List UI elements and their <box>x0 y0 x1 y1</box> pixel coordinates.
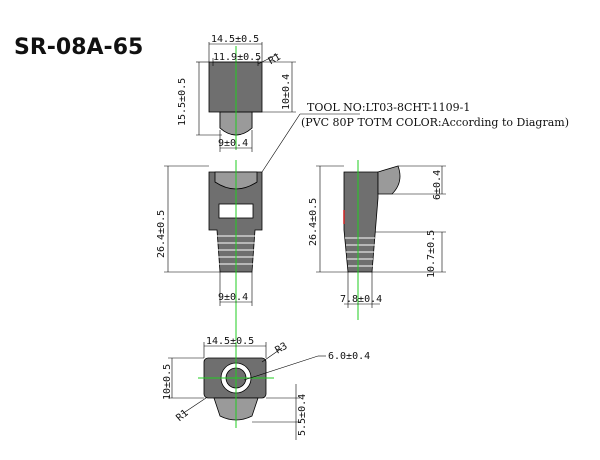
bottom-hole-dia-dim: 6.0±0.4 <box>328 351 370 362</box>
bottom-width-dim: 14.5±0.5 <box>206 336 254 347</box>
bottom-lip-dim: 5.5±0.4 <box>297 394 308 436</box>
side-view: 26.4±0.5 6±0.4 10.7±0.5 7.8±0.4 <box>308 160 446 320</box>
side-view-latch <box>377 165 401 195</box>
top-height-dim: 15.5±0.5 <box>177 78 188 126</box>
tool-number: TOOL NO:LT03-8CHT-1109-1 <box>307 101 470 114</box>
side-top-dim: 6±0.4 <box>432 170 443 200</box>
side-ribs-height-dim: 10.7±0.5 <box>426 230 437 278</box>
top-width-outer-dim: 14.5±0.5 <box>211 34 259 45</box>
top-width-inner-dim: 11.9±0.5 <box>213 52 261 63</box>
bottom-radius-top-label: R3 <box>274 341 290 357</box>
bottom-view: 14.5±0.5 R3 6.0±0.4 10±0.5 R1 5.5±0.4 <box>162 336 370 440</box>
material-note: (PVC 80P TOTM COLOR:According to Diagram… <box>301 116 569 129</box>
side-bottom-width-dim: 7.8±0.4 <box>340 294 382 305</box>
side-view-ribs <box>345 237 375 267</box>
bottom-height-dim: 10±0.5 <box>162 364 173 400</box>
side-view-body <box>343 171 379 273</box>
note-leader <box>261 113 301 173</box>
front-height-dim: 26.4±0.5 <box>156 210 167 258</box>
top-slot-height-dim: 10±0.4 <box>281 74 292 110</box>
side-height-dim: 26.4±0.5 <box>308 198 319 246</box>
top-bottom-width-dim: 9±0.4 <box>218 138 248 149</box>
drawing-title: SR-08A-65 <box>14 35 143 60</box>
tool-note: TOOL NO:LT03-8CHT-1109-1 (PVC 80P TOTM C… <box>261 101 569 173</box>
top-view: 14.5±0.5 11.9±0.5 R1 15.5±0.5 10±0.4 9±0… <box>177 34 296 152</box>
front-view: 26.4±0.5 9±0.4 <box>156 160 263 340</box>
front-bottom-width-dim: 9±0.4 <box>218 292 248 303</box>
top-radius-label: R1 <box>267 52 283 68</box>
